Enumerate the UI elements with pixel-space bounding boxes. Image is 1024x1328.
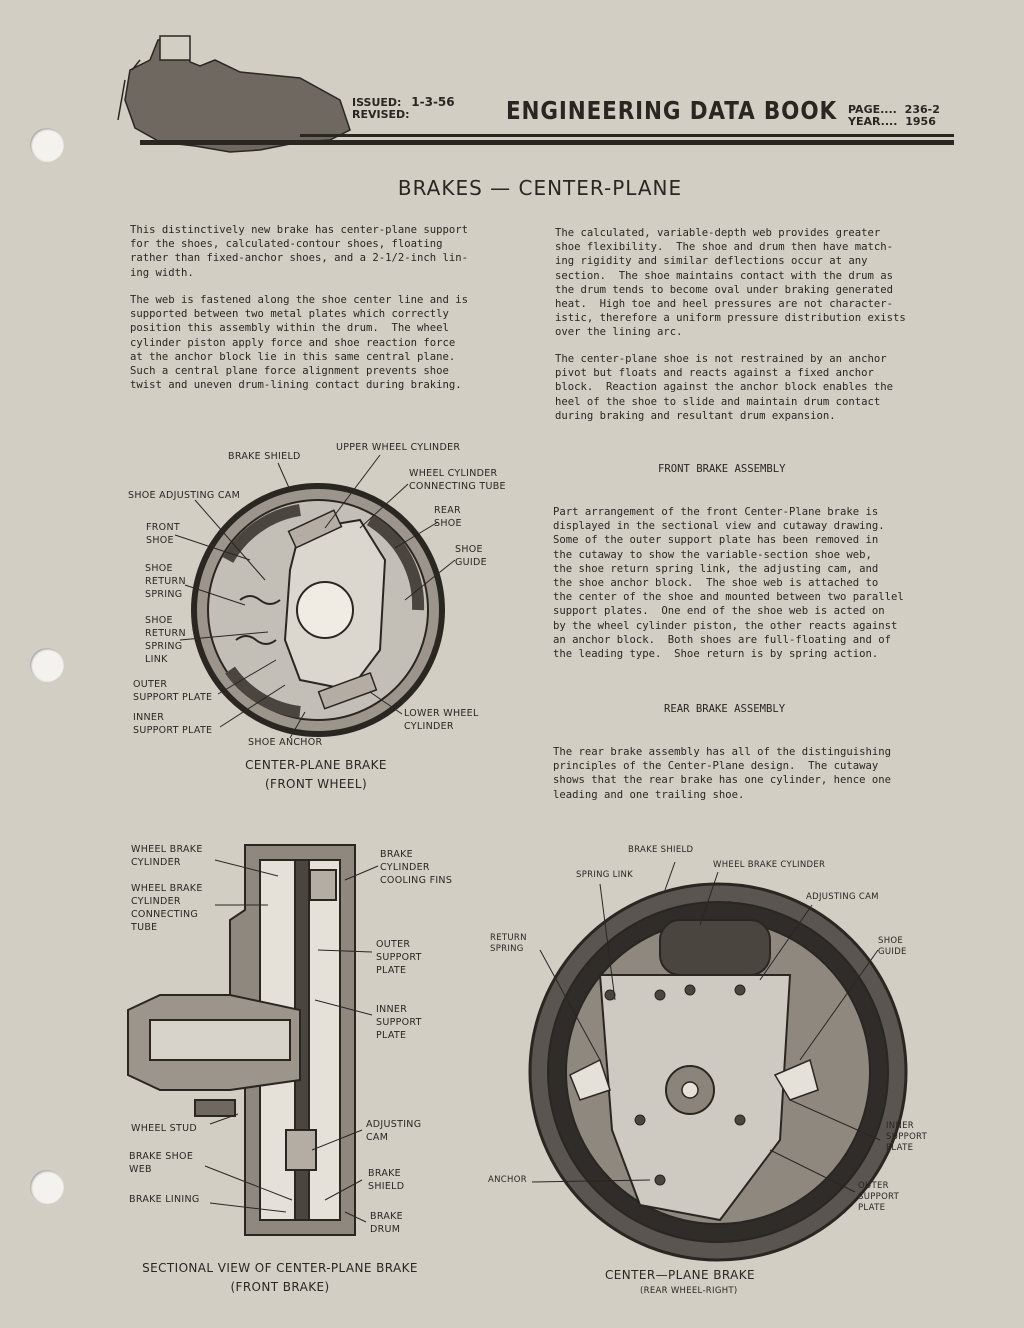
front-assembly-text: Part arrangement of the front Center-Pla…: [553, 506, 904, 661]
label-brake-drum: BRAKE DRUM: [370, 1211, 403, 1235]
label-wheel-stud: WHEEL STUD: [131, 1123, 197, 1134]
header-rule: [140, 140, 954, 145]
label-return-spring: RETURN SPRING: [490, 933, 527, 954]
label-spring-link: SPRING LINK: [576, 870, 634, 880]
rear-assembly-heading: REAR BRAKE ASSEMBLY: [664, 703, 786, 715]
right-paragraph-1: The calculated, variable-depth web provi…: [555, 227, 906, 339]
binder-hole: [30, 1170, 64, 1204]
issued-value: 1-3-56: [411, 95, 455, 109]
front-brake-diagram: [191, 483, 445, 737]
right-paragraph-2: The center-plane shoe is not restrained …: [555, 353, 894, 422]
rear-leader-lines: [531, 861, 881, 1193]
label-shoe-guide: SHOE GUIDE: [878, 936, 907, 957]
label-shoe-guide: SHOE GUIDE: [455, 544, 487, 568]
label-front-shoe: FRONT SHOE: [146, 522, 180, 546]
left-paragraph-2: The web is fastened along the shoe cente…: [130, 294, 469, 392]
label-outer-support-plate: OUTER SUPPORT PLATE: [133, 679, 213, 703]
page-number: 236-2: [904, 103, 940, 116]
issue-info: ISSUED: 1-3-56 REVISED:: [352, 96, 455, 121]
label-lower-wheel-cylinder: LOWER WHEEL CYLINDER: [404, 708, 479, 732]
section-diagram-caption: SECTIONAL VIEW OF CENTER-PLANE BRAKE (FR…: [142, 1261, 418, 1294]
label-brake-shield: BRAKE SHIELD: [628, 845, 694, 855]
page-info: PAGE.... 236-2 YEAR.... 1956: [848, 104, 940, 128]
binder-hole: [30, 128, 64, 162]
label-brake-shield: BRAKE SHIELD: [368, 1168, 405, 1192]
rear-brake-diagram: [528, 882, 908, 1262]
front-leader-lines: [174, 454, 456, 739]
year-value: 1956: [905, 115, 936, 128]
label-brake-shoe-web: BRAKE SHOE WEB: [129, 1151, 194, 1175]
label-brake-shield: BRAKE SHIELD: [228, 451, 301, 462]
left-paragraph-1: This distinctively new brake has center-…: [130, 224, 469, 279]
label-anchor: ANCHOR: [488, 1175, 527, 1185]
label-inner-support-plate: INNER SUPPORT PLATE: [886, 1121, 928, 1153]
label-inner-support-plate: INNER SUPPORT PLATE: [133, 712, 213, 736]
label-shoe-adjusting-cam: SHOE ADJUSTING CAM: [128, 490, 241, 501]
label-adjusting-cam: ADJUSTING CAM: [806, 892, 879, 902]
label-outer-support-plate: OUTER SUPPORT PLATE: [376, 939, 422, 976]
label-brake-lining: BRAKE LINING: [129, 1194, 200, 1205]
page-label: PAGE....: [848, 103, 897, 116]
label-wheel-brake-cylinder-tube: WHEEL BRAKE CYLINDER CONNECTING TUBE: [131, 883, 203, 933]
label-shoe-return-spring-link: SHOE RETURN SPRING LINK: [145, 615, 186, 665]
label-wheel-brake-cylinder: WHEEL BRAKE CYLINDER: [131, 844, 203, 868]
label-outer-support-plate: OUTER SUPPORT PLATE: [858, 1181, 900, 1213]
rear-diagram-subcaption: (REAR WHEEL-RIGHT): [640, 1286, 738, 1296]
page-title: BRAKES — CENTER-PLANE: [397, 176, 683, 200]
label-shoe-return-spring: SHOE RETURN SPRING: [145, 563, 186, 600]
label-rear-shoe: REAR SHOE: [434, 505, 462, 529]
label-cooling-fins: BRAKE CYLINDER COOLING FINS: [380, 849, 453, 886]
rear-diagram-caption: CENTER—PLANE BRAKE: [605, 1268, 755, 1282]
front-diagram-caption: CENTER-PLANE BRAKE (FRONT WHEEL): [245, 758, 387, 791]
book-title: ENGINEERING DATA BOOK: [506, 96, 837, 125]
label-shoe-anchor: SHOE ANCHOR: [248, 737, 323, 748]
label-adjusting-cam: ADJUSTING CAM: [366, 1119, 422, 1143]
front-assembly-heading: FRONT BRAKE ASSEMBLY: [658, 463, 786, 475]
label-upper-wheel-cylinder: UPPER WHEEL CYLINDER: [336, 442, 461, 453]
label-inner-support-plate: INNER SUPPORT PLATE: [376, 1004, 422, 1041]
year-label: YEAR....: [848, 115, 898, 128]
binder-hole: [30, 648, 64, 682]
sectional-leader-lines: [204, 859, 379, 1223]
label-wheel-brake-cylinder: WHEEL BRAKE CYLINDER: [713, 860, 826, 870]
header-rule: [300, 134, 954, 137]
issued-label: ISSUED:: [352, 96, 402, 109]
rear-assembly-text: The rear brake assembly has all of the d…: [553, 746, 892, 801]
label-wheel-cylinder-tube: WHEEL CYLINDER CONNECTING TUBE: [409, 468, 506, 492]
revised-label: REVISED:: [352, 108, 410, 121]
